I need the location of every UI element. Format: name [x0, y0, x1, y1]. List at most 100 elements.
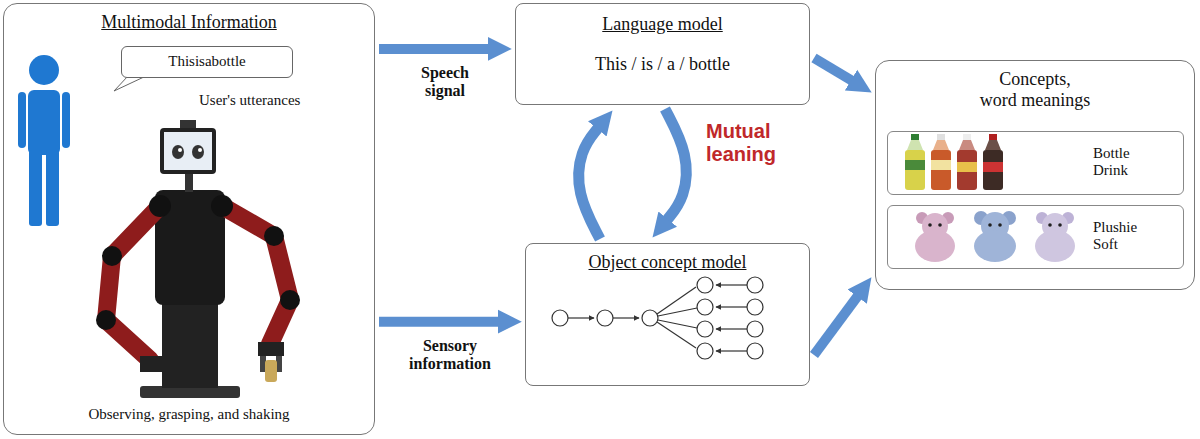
person-icon: [18, 55, 70, 226]
robot-illustration: [198, 148, 202, 152]
person-icon: [29, 150, 42, 226]
robot-illustration: [185, 174, 193, 192]
plushie-images: [1058, 223, 1062, 227]
flow-arrow: [379, 317, 499, 327]
robot-illustration: [164, 132, 212, 170]
plushie-images: [998, 223, 1002, 227]
plushie-images: [915, 230, 955, 262]
box-heading: Object concept model: [531, 252, 804, 273]
bottle-images: [957, 150, 977, 190]
robot-illustration: [149, 195, 171, 217]
robot-illustration: [106, 206, 160, 360]
plushie-images: [1035, 212, 1075, 262]
robot-illustration: [140, 356, 164, 372]
graphical-model: [657, 322, 696, 348]
graphical-model: [552, 277, 763, 359]
bottle-images: [905, 134, 1003, 190]
mutual-learning-arrow: [579, 128, 600, 239]
bottle-images: [957, 162, 977, 172]
robot-illustration: [102, 246, 122, 266]
caption-text: Observing, grasping, and shaking: [9, 406, 369, 423]
robot-illustration: [162, 298, 218, 388]
speech-bubble-tail: [114, 76, 146, 91]
plushie-images: [928, 223, 932, 227]
concept-box: Bottle Drink: [887, 131, 1184, 195]
plushie-images: [1048, 223, 1052, 227]
robot-illustration: [172, 145, 184, 159]
plushie-images: [1035, 230, 1075, 262]
plushie-images: [988, 223, 992, 227]
flow-arrow: [814, 58, 852, 81]
panel-heading: Concepts, word meanings: [960, 69, 1110, 110]
person-icon: [28, 90, 60, 155]
caption-text: User's utterances: [199, 92, 300, 109]
person-icon: [18, 92, 26, 148]
graphical-model: [716, 284, 747, 285]
person-icon: [62, 92, 70, 148]
flow-arrow: [814, 296, 858, 355]
concept-label: Plushie Soft: [1093, 219, 1153, 254]
process-box: Object concept model: [525, 243, 810, 386]
bottle-images: [905, 160, 925, 170]
bottle-images: [989, 134, 997, 140]
utterance-text: Thisisabottle: [127, 53, 287, 70]
robot-illustration: [180, 120, 196, 129]
box-heading: Language model: [521, 14, 804, 35]
plushie-images: [974, 211, 1016, 262]
bottle-images: [983, 134, 1003, 190]
robot-illustration: [280, 290, 300, 310]
bottle-images: [963, 134, 971, 140]
concept-label: Bottle Drink: [1093, 145, 1153, 180]
robot-illustration: [96, 310, 116, 330]
robot-illustration: [178, 148, 182, 152]
bottle-images: [983, 162, 1003, 172]
graphical-model: [697, 277, 713, 293]
bottle-images: [983, 150, 1003, 190]
graphical-model: [697, 299, 713, 315]
robot-illustration: [258, 342, 284, 356]
graphical-model: [613, 317, 639, 318]
bottle-images: [931, 134, 951, 190]
bottle-images: [985, 140, 1001, 150]
plushie-images: [915, 211, 1075, 262]
graphical-model: [697, 343, 713, 359]
robot-illustration: [222, 206, 290, 344]
segmented-text: This / is / a / bottle: [521, 54, 804, 75]
plushie-images: [938, 223, 942, 227]
process-box: Language modelThis / is / a / bottle: [515, 3, 810, 105]
person-icon: [46, 150, 59, 226]
bottle-images: [937, 134, 945, 140]
bottle-images: [907, 140, 923, 150]
bottle-images: [905, 134, 925, 190]
graphical-model: [552, 277, 763, 359]
speech-bubble: Thisisabottle: [121, 46, 293, 78]
graphical-model: [747, 277, 763, 293]
person-icon: [29, 55, 59, 85]
robot-illustration: [211, 195, 233, 217]
robot-illustration: [192, 145, 204, 159]
graphical-model: [716, 306, 747, 307]
graphical-model: [658, 308, 697, 316]
bottle-images: [959, 140, 975, 150]
graphical-model: [716, 350, 747, 351]
bottle-images: [957, 134, 977, 190]
bottle-images: [933, 140, 949, 150]
graphical-model: [747, 321, 763, 337]
concept-box: Plushie Soft: [887, 205, 1184, 269]
graphical-model: [716, 328, 747, 329]
mutual-learning-arrow: [665, 109, 686, 220]
graphical-model: [697, 321, 713, 337]
bottle-images: [905, 150, 925, 190]
output-panel: Concepts, word meaningsBottle DrinkPlush…: [875, 60, 1195, 290]
edge-label: Mutual leaning: [703, 119, 799, 167]
robot-illustration: [264, 226, 284, 246]
robot-illustration: [265, 360, 277, 382]
flow-arrow: [379, 44, 489, 54]
graphical-model: [597, 310, 613, 326]
plushie-images: [974, 230, 1016, 262]
graphical-model: [642, 310, 658, 326]
robot-illustration: [160, 128, 216, 174]
robot-illustration: [96, 120, 300, 398]
